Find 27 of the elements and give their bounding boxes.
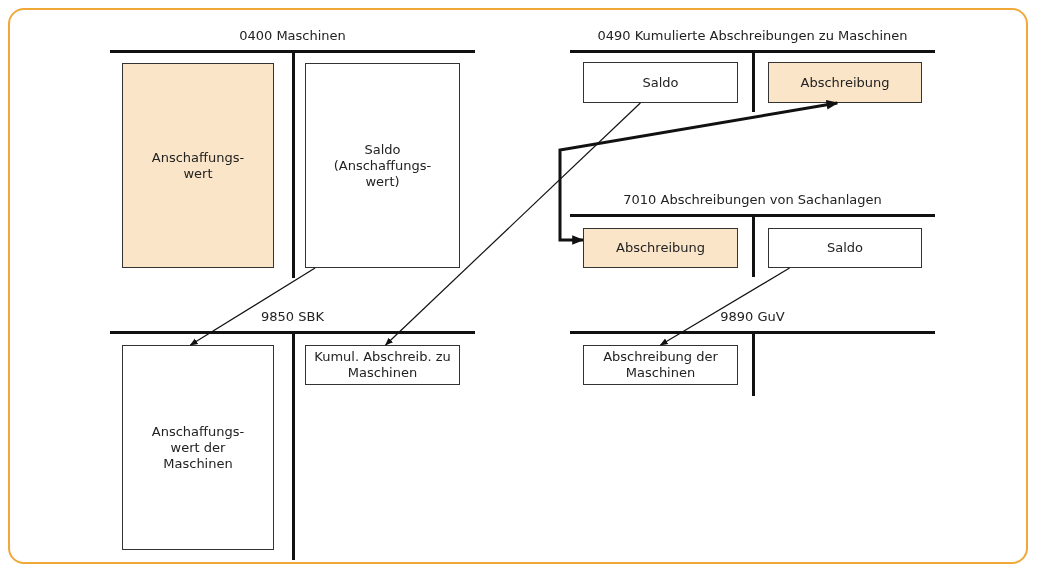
account-title: 0400 Maschinen: [238, 28, 347, 43]
arrow: [385, 102, 641, 346]
entry-text: Saldo (Anschaffungs-wert): [332, 141, 433, 190]
entry-box: [583, 228, 738, 268]
entry-text: Anschaffungs-wert der Maschinen: [150, 423, 246, 472]
entry-box: [305, 345, 460, 385]
entry-box: [122, 63, 274, 268]
account-title: 0490 Kumulierte Abschreibungen zu Maschinen: [596, 28, 909, 43]
entry-text: Abschreibung: [616, 240, 705, 256]
entry-text: Saldo: [826, 240, 863, 256]
entry-text: Saldo: [642, 74, 679, 91]
entry-text: Kumul. Abschreib. zu Maschinen: [313, 349, 452, 381]
arrow: [189, 267, 316, 346]
arrow: [659, 267, 791, 346]
entry-text: Abschreibung: [800, 74, 890, 91]
account-title: 7010 Abschreibungen von Sachanlagen: [622, 192, 883, 207]
entry-box: [768, 62, 922, 103]
entry-box: [122, 345, 274, 550]
entry-text: Abschreibung der Maschinen: [602, 349, 719, 381]
entry-box: [305, 63, 460, 268]
arrow: [558, 100, 839, 245]
entry-box: [583, 345, 738, 385]
entry-box: [768, 228, 922, 268]
account-title: 9850 SBK: [260, 309, 325, 324]
account-title: 9890 GuV: [719, 309, 786, 324]
entry-box: [583, 62, 738, 103]
entry-text: Anschaffungs-wert: [150, 149, 246, 182]
